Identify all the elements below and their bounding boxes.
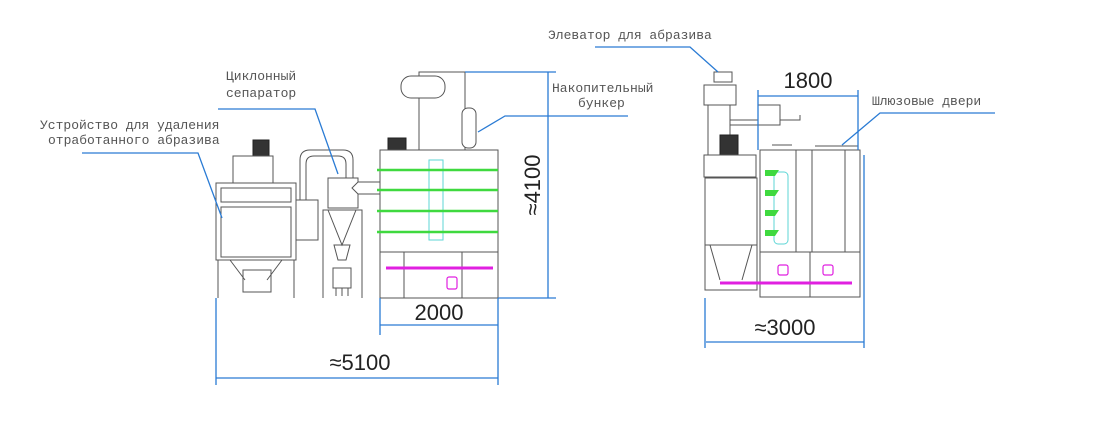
elevator-leader	[595, 46, 719, 73]
dust-collector	[215, 139, 319, 298]
cabin-width-side-dimension: 1800	[784, 68, 833, 93]
cyclone-separator	[322, 177, 381, 298]
hopper-label-2: бункер	[578, 96, 625, 111]
cabin-width-front-dimension: 2000	[415, 300, 464, 325]
dust-remover-leader	[82, 152, 223, 219]
cyclone-leader	[218, 108, 339, 175]
total-width-side-dimension: ≈3000	[754, 315, 815, 340]
total-length-dimension: ≈5100	[329, 350, 390, 375]
airlock-doors-leader	[841, 112, 995, 146]
duct-inner	[305, 155, 347, 200]
hopper-leader	[477, 115, 628, 133]
dimension-lines-side	[704, 90, 865, 348]
cyclone-label-1: Циклонный	[226, 69, 296, 84]
dust-remover-label-2: отработанного абразива	[48, 133, 220, 148]
dust-remover-label-1: Устройство для удаления	[40, 118, 219, 133]
airlock-doors-label: Шлюзовые двери	[872, 94, 981, 109]
dimension-lines-front	[215, 71, 556, 385]
elevator-label: Элеватор для абразива	[548, 28, 712, 43]
cyclone-label-2: сепаратор	[226, 86, 296, 101]
height-dimension: ≈4100	[520, 154, 545, 215]
duct	[299, 149, 354, 200]
blast-cabin-side	[703, 71, 861, 298]
hopper-label-1: Накопительный	[552, 81, 653, 96]
blast-cabin-front	[377, 71, 499, 299]
